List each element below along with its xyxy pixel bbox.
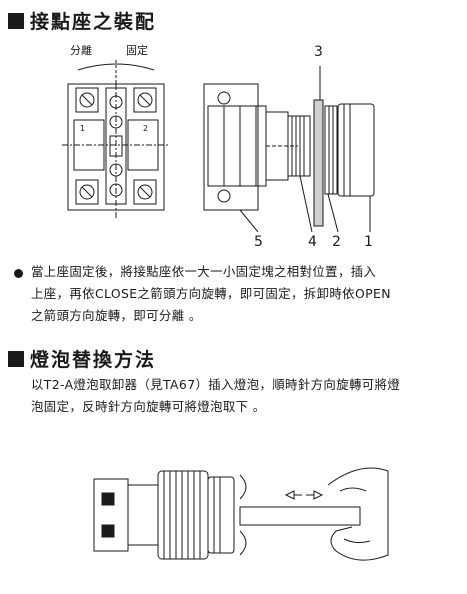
instruction-line-1: 當上座固定後，將接點座依一大一小固定塊之相對位置，插入 (31, 264, 377, 279)
callout-1: 1 (364, 234, 373, 250)
heading-square-icon (8, 350, 24, 367)
section-title: 接點座之裝配 (30, 11, 157, 33)
instruction-line-3: 之箭頭方向旋轉，即可分離 。 (31, 308, 202, 323)
label-separate: 分離 (70, 44, 92, 57)
callout-2: 2 (332, 234, 341, 250)
section-title: 燈泡替換方法 (30, 349, 157, 371)
section-heading-assembly: 接點座之裝配 (8, 7, 156, 34)
contact-label-1: 1 (80, 124, 86, 133)
bulb-text-line-1: 以T2-A燈泡取卸器（見TA67）插入燈泡，順時針方向旋轉可將燈 (31, 377, 401, 392)
instruction-line-2: 上座，再依CLOSE之箭頭方向旋轉，即可固定，拆卸時依OPEN (31, 286, 391, 301)
heading-square-icon (8, 12, 24, 29)
label-fixed: 固定 (126, 44, 148, 57)
bulb-text-line-2: 泡固定，反時針方向旋轉可將燈泡取下 。 (31, 399, 266, 414)
contact-block-diagram (62, 60, 170, 218)
assembly-side-view-diagram (203, 66, 375, 232)
callout-5: 5 (254, 234, 263, 250)
bullet-icon (14, 269, 23, 278)
section-heading-bulb-replacement: 燈泡替換方法 (8, 345, 156, 372)
callout-3: 3 (314, 44, 323, 60)
bulb-replacement-diagram (93, 467, 389, 561)
contact-label-2: 2 (143, 124, 149, 133)
callout-4: 4 (308, 234, 317, 250)
